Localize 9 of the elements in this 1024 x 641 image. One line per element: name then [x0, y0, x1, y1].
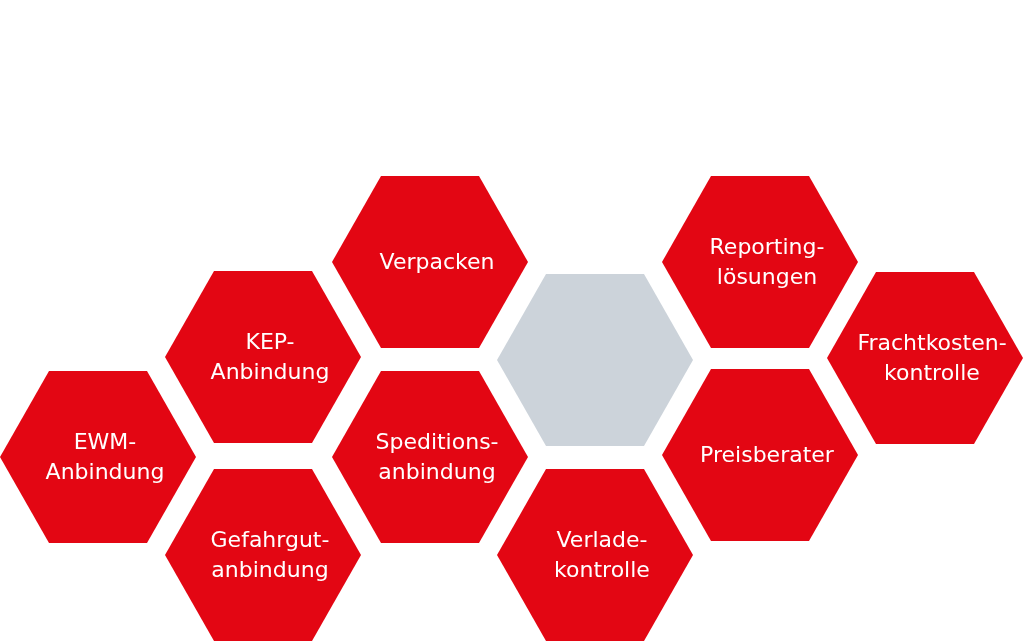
tile-label: Preisberater	[699, 441, 835, 469]
tile-label: Reporting- lösungen	[708, 233, 826, 291]
tile-label: Speditions- anbindung	[374, 428, 500, 486]
tile-label: KEP- Anbindung	[209, 328, 331, 386]
tile-label: Gefahrgut- anbindung	[209, 526, 331, 584]
tile-label: EWM- Anbindung	[44, 428, 166, 486]
tile-label: Verpacken	[378, 248, 496, 276]
tile-label: Verlade- kontrolle	[553, 526, 651, 584]
tile-label: Frachtkosten- kontrolle	[857, 329, 1007, 387]
